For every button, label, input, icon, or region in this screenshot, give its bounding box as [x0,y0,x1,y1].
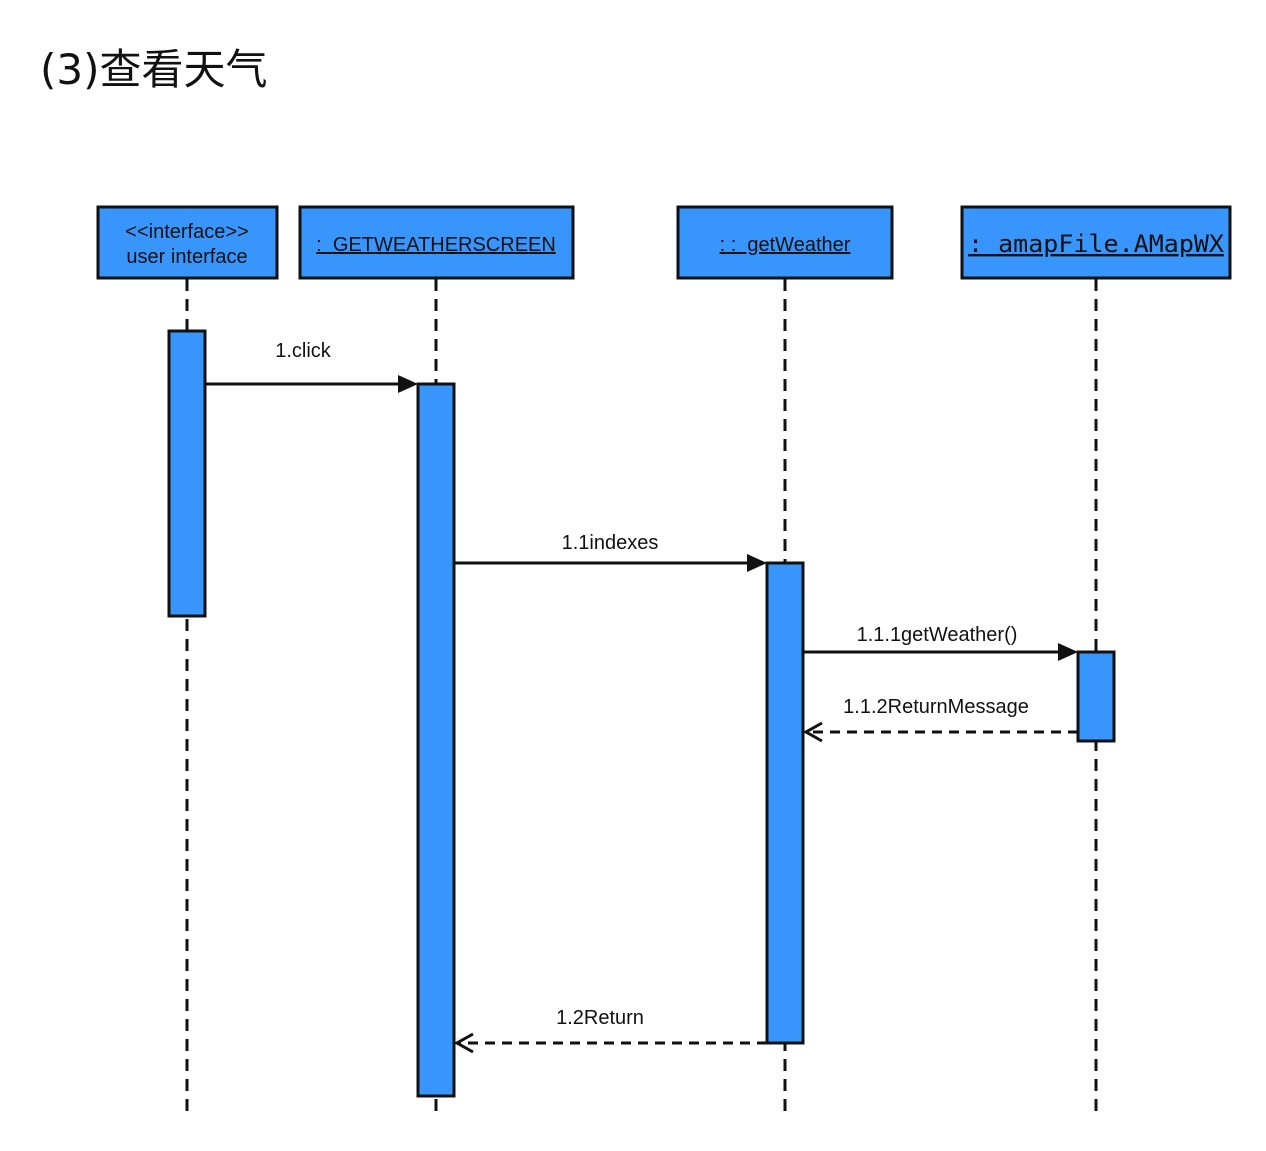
activation-amap [1076,650,1116,743]
participant-getweather-label: : : getWeather [720,234,851,256]
activation-getweather [765,561,805,1045]
page-title: (3)查看天气 [40,45,268,94]
message-return-label: 1.2Return [556,1007,644,1029]
activation-user [167,329,207,618]
participant-screen: : GETWEATHERSCREEN [298,205,575,280]
participant-user-stereotype: <<interface>> [125,221,248,243]
message-return-message-label: 1.1.2ReturnMessage [843,696,1029,718]
message-indexes-label: 1.1indexes [562,532,659,554]
participant-getweather: : : getWeather [676,205,894,280]
message-indexes: 1.1indexes [454,532,767,572]
participant-amap: : amapFile.AMapWX [960,205,1232,280]
message-getweather-call: 1.1.1getWeather() [803,624,1078,661]
message-return: 1.2Return [453,1007,767,1054]
message-return-message: 1.1.2ReturnMessage [802,696,1078,743]
message-click: 1.click [205,340,418,393]
message-getweather-call-label: 1.1.1getWeather() [857,624,1018,646]
participant-screen-label: : GETWEATHERSCREEN [316,234,556,256]
participant-user: <<interface>> user interface [96,205,279,280]
participant-user-name: user interface [126,246,247,268]
participant-amap-label: : amapFile.AMapWX [968,230,1225,258]
activation-screen [416,382,456,1098]
message-click-label: 1.click [275,340,332,362]
